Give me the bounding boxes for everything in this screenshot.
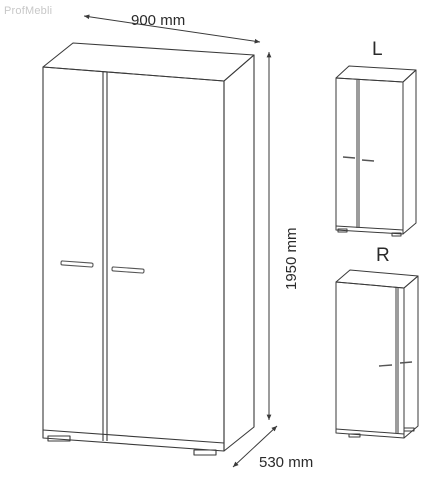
variant-left-label: L [372,39,383,60]
main-wardrobe-handles [60,260,145,274]
variant-left-handles [342,156,375,162]
main-wardrobe-foot-right [193,449,217,456]
variant-left-plinth [335,225,404,231]
depth-dimension: 530 mm [232,425,313,471]
variant-right-foot [348,433,361,438]
width-dimension: 900 mm [83,12,261,44]
variant-right-front [335,281,405,439]
variant-left-front [335,77,404,235]
variant-right-label: R [376,245,390,266]
width-dimension-line [83,14,261,44]
variant-right-handle-1 [378,364,393,367]
variant-right-plinth [335,428,405,435]
variant-left-side [402,69,417,235]
width-label: 900 mm [131,12,185,29]
depth-label: 530 mm [259,454,313,471]
variant-left-foot [337,228,348,233]
main-wardrobe-handle-left [60,260,94,268]
variant-left-foot-2 [391,232,402,237]
variant-left-handle-2 [361,159,375,162]
variant-right-handle-2 [399,361,413,364]
main-wardrobe-foot-left [47,435,71,442]
depth-dimension-line [232,425,278,468]
variant-right-side [403,275,419,439]
variant-left-handle-1 [342,156,356,159]
height-dimension: 1950 mm [266,52,300,420]
variant-left-wardrobe [335,65,417,237]
height-label: 1950 mm [283,227,300,290]
main-wardrobe [42,42,255,456]
variant-right-wardrobe [335,269,419,439]
brand-watermark: ProfMebli [4,5,53,17]
variant-right-foot-2 [403,427,415,432]
variant-left-top [335,65,417,83]
main-wardrobe-plinth [42,429,225,444]
main-wardrobe-handle-right [111,266,145,274]
variant-right-handles [378,361,413,367]
main-wardrobe-side [223,54,255,452]
main-wardrobe-front [42,66,225,452]
